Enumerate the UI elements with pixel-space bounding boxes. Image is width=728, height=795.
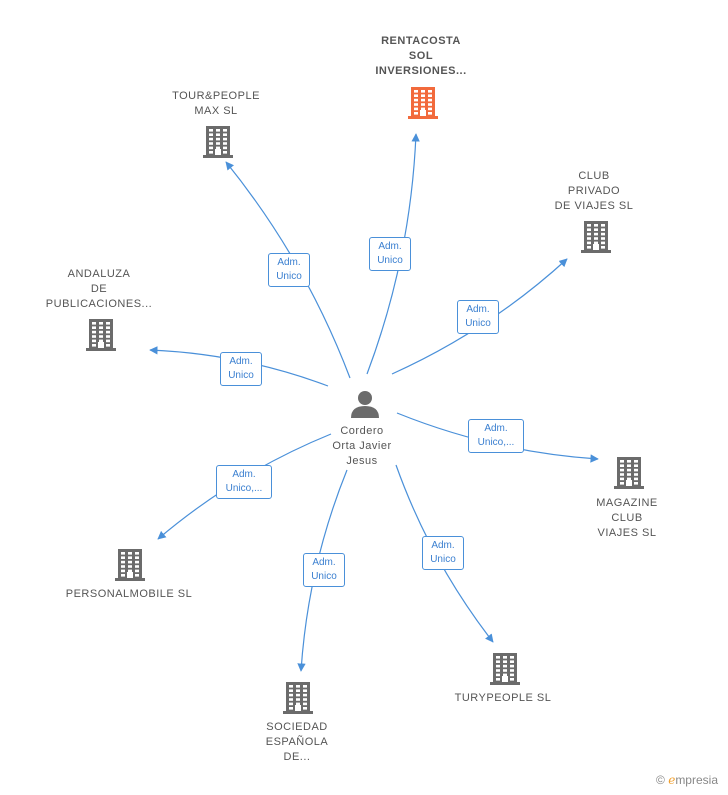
building-icon[interactable]: [581, 221, 611, 253]
company-label-tourpeople[interactable]: TOUR&PEOPLE MAX SL: [172, 90, 260, 117]
edge-label-tourpeople[interactable]: Adm. Unico: [268, 253, 310, 287]
person-label[interactable]: Cordero Orta Javier Jesus: [332, 425, 392, 467]
building-icon[interactable]: [490, 653, 520, 685]
edge-label-sociedad[interactable]: Adm. Unico: [303, 553, 345, 587]
building-icon[interactable]: [115, 549, 145, 581]
company-label-rentacosta[interactable]: RENTACOSTA SOL INVERSIONES...: [375, 35, 467, 77]
building-icon[interactable]: [283, 682, 313, 714]
company-label-turypeople[interactable]: TURYPEOPLE SL: [454, 692, 552, 704]
edge-label-magazine[interactable]: Adm. Unico,...: [468, 419, 524, 453]
empresia-logo[interactable]: © empresia: [656, 773, 718, 787]
company-label-sociedad[interactable]: SOCIEDAD ESPAÑOLA DE...: [265, 721, 329, 763]
company-label-andaluza[interactable]: ANDALUZA DE PUBLICACIONES...: [45, 268, 153, 310]
building-icon[interactable]: [203, 126, 233, 158]
company-label-club-privado[interactable]: CLUB PRIVADO DE VIAJES SL: [554, 170, 634, 212]
brand-name: mpresia: [675, 773, 718, 787]
building-icon[interactable]: [614, 457, 644, 489]
building-icon[interactable]: [408, 87, 438, 119]
edge-label-rentacosta[interactable]: Adm. Unico: [369, 237, 411, 271]
company-label-magazine[interactable]: MAGAZINE CLUB VIAJES SL: [596, 497, 658, 539]
edge-label-personalmobile[interactable]: Adm. Unico,...: [216, 465, 272, 499]
person-icon[interactable]: [351, 391, 379, 418]
edge-label-andaluza[interactable]: Adm. Unico: [220, 352, 262, 386]
edge-label-club-privado[interactable]: Adm. Unico: [457, 300, 499, 334]
building-icon[interactable]: [86, 319, 116, 351]
company-label-personalmobile[interactable]: PERSONALMOBILE SL: [65, 588, 193, 600]
copyright-symbol: ©: [656, 773, 665, 787]
brand-initial: e: [668, 773, 676, 787]
edge-label-turypeople[interactable]: Adm. Unico: [422, 536, 464, 570]
